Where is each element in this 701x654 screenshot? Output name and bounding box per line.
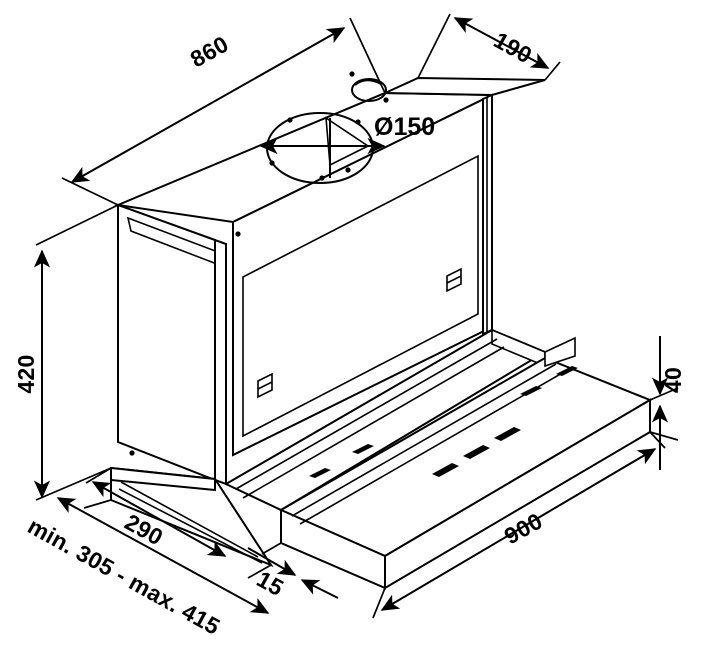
body-left-edge-rib [214, 238, 227, 486]
dimension-label-40: 40 [660, 367, 686, 393]
dimension-40: 40 [649, 336, 686, 470]
carriage-slot-2 [352, 444, 374, 454]
left-side-panel [117, 203, 216, 482]
top-plate-dot-1 [235, 231, 241, 237]
dimension-label-d150: Ø150 [374, 113, 435, 141]
carriage-slot-4 [556, 366, 578, 376]
carriage-slot-1 [309, 468, 331, 478]
cable-grommet-hole [349, 71, 389, 103]
dimension-label-420: 420 [13, 354, 39, 393]
carriage-bottom-edge [280, 542, 386, 589]
mounting-bracket-left [257, 372, 273, 399]
left-panel-dot [129, 450, 135, 456]
front-panel-recess [242, 154, 479, 438]
mounting-bracket-right [446, 267, 462, 293]
dimension-420: 420 [13, 204, 119, 501]
carriage-slot-3 [520, 386, 542, 396]
carriage-end-bracket [544, 336, 576, 368]
dimension-d150: Ø150 [259, 113, 435, 155]
